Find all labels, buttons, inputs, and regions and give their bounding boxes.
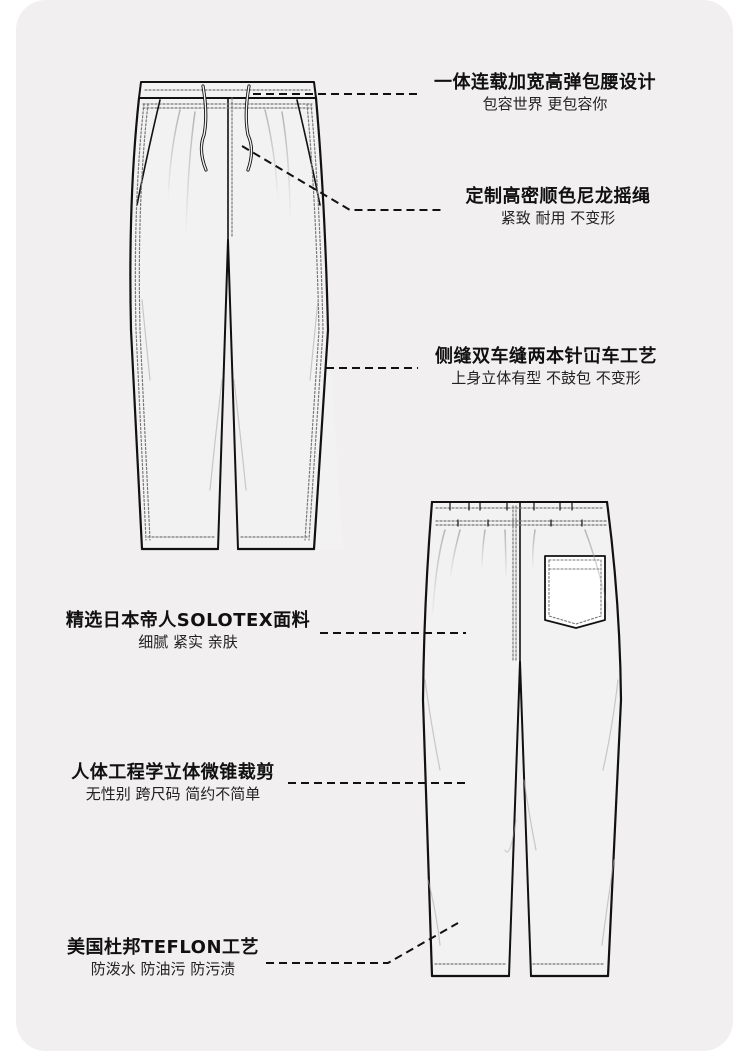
callout-drawstring: 定制高密顺色尼龙摇绳 紧致 耐用 不变形 <box>448 186 668 228</box>
callout-cut: 人体工程学立体微锥裁剪 无性别 跨尺码 简约不简单 <box>58 762 288 804</box>
callout-title: 人体工程学立体微锥裁剪 <box>71 762 275 783</box>
callout-subtitle: 上身立体有型 不鼓包 不变形 <box>451 369 641 387</box>
callout-subtitle: 细腻 紧实 亲肤 <box>138 633 238 651</box>
leader-teflon <box>266 922 459 964</box>
callout-title: 美国杜邦TEFLON工艺 <box>66 937 260 958</box>
back-pants-drawing <box>421 500 623 978</box>
callout-teflon: 美国杜邦TEFLON工艺 防泼水 防油污 防污渍 <box>58 937 268 979</box>
callout-subtitle: 包容世界 更包容你 <box>482 95 608 113</box>
callout-subtitle: 紧致 耐用 不变形 <box>500 209 616 227</box>
callout-fabric: 精选日本帝人SOLOTEX面料 细腻 紧实 亲肤 <box>58 610 318 652</box>
callout-title: 一体连载加宽高弹包腰设计 <box>434 72 656 93</box>
leader-lines <box>241 93 466 964</box>
callout-title: 精选日本帝人SOLOTEX面料 <box>65 610 311 631</box>
leader-drawstring <box>241 145 442 211</box>
callout-subtitle: 防泼水 防油污 防污渍 <box>90 960 236 978</box>
callout-title: 侧缝双车缝两本针冚车工艺 <box>435 346 657 367</box>
callout-title: 定制高密顺色尼龙摇绳 <box>465 186 651 207</box>
callout-side-seam: 侧缝双车缝两本针冚车工艺 上身立体有型 不鼓包 不变形 <box>420 346 672 388</box>
callout-subtitle: 无性别 跨尺码 简约不简单 <box>85 785 261 803</box>
callout-waistband: 一体连载加宽高弹包腰设计 包容世界 更包容你 <box>422 72 668 114</box>
front-pants-drawing <box>129 81 343 551</box>
